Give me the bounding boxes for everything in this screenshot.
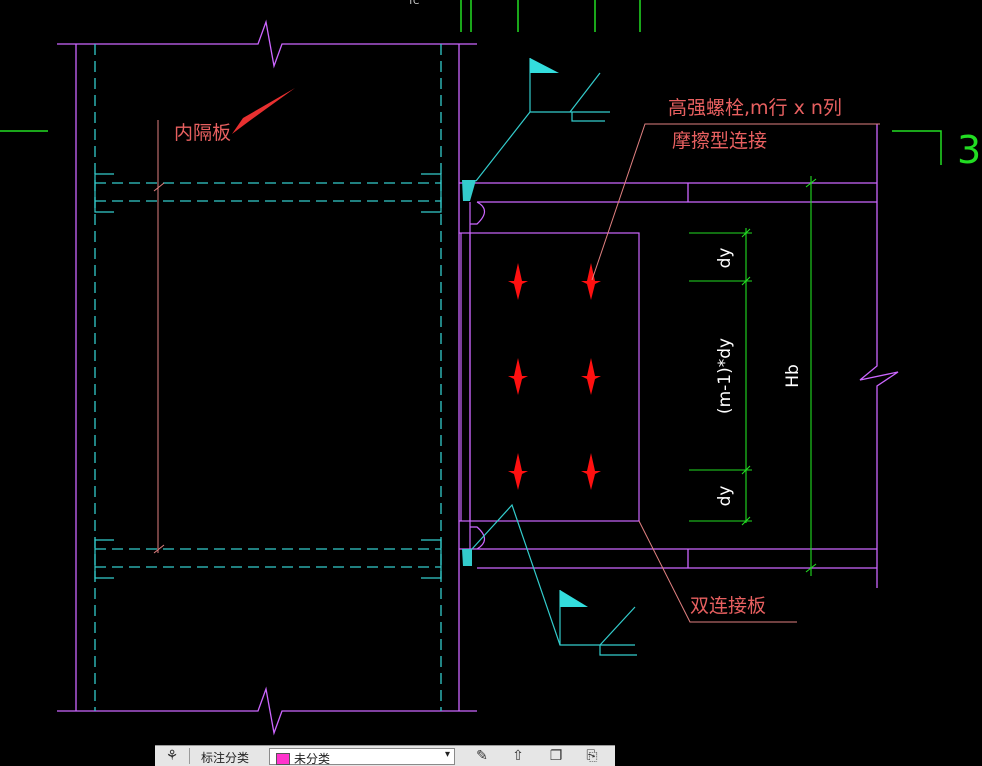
dim-dy-bottom: dy bbox=[715, 486, 735, 507]
delete-icon[interactable]: ⎘ bbox=[586, 748, 598, 764]
section-mark-icon bbox=[892, 130, 942, 165]
column-outline bbox=[57, 19, 477, 736]
double-plate-label: 双连接板 bbox=[690, 595, 766, 617]
diaphragm-leader bbox=[153, 120, 165, 554]
chevron-down-icon: ▾ bbox=[444, 749, 450, 760]
dim-middle: (m-1)*dy bbox=[715, 338, 735, 414]
bolts-label-line1: 高强螺栓,m行 x n列 bbox=[668, 97, 842, 119]
bolt-icon bbox=[508, 263, 528, 300]
category-label: 标注分类 bbox=[201, 751, 250, 765]
column-inner-dashed bbox=[94, 44, 442, 711]
grip-icon[interactable]: ⚘ bbox=[165, 748, 179, 764]
dim-dy-top: dy bbox=[715, 248, 735, 269]
double-connection-plate bbox=[469, 232, 640, 522]
bolt-leader bbox=[591, 123, 880, 623]
pencil-icon[interactable]: ✎ bbox=[476, 748, 488, 764]
bolt-icon bbox=[581, 263, 601, 300]
bolt-icon bbox=[581, 358, 601, 395]
section-mark-number: 3 bbox=[957, 128, 981, 172]
weld-symbol-icon bbox=[462, 58, 637, 656]
category-color-swatch bbox=[276, 753, 290, 765]
bolt-icon bbox=[508, 453, 528, 490]
annotation-toolbar: ⚘ 标注分类 未分类 ▾ ✎ ⇧ ❐ ⎘ bbox=[155, 745, 615, 766]
beam-flanges bbox=[459, 124, 899, 588]
category-select[interactable]: 未分类 ▾ bbox=[269, 748, 455, 766]
dim-hb: Hb bbox=[783, 364, 803, 388]
weld-access-holes bbox=[470, 201, 486, 550]
copy-icon[interactable]: ❐ bbox=[549, 748, 563, 764]
toolbar-divider bbox=[189, 748, 190, 764]
top-fragment-lines bbox=[460, 0, 641, 32]
top-fragment-text: TC bbox=[407, 0, 419, 7]
bolt-icon bbox=[581, 453, 601, 490]
category-value: 未分类 bbox=[294, 752, 331, 766]
bolt-icon bbox=[508, 358, 528, 395]
arrow-up-icon[interactable]: ⇧ bbox=[512, 748, 524, 764]
inner-diaphragm-label: 内隔板 bbox=[174, 122, 231, 144]
bolts-label-line2: 摩擦型连接 bbox=[672, 130, 767, 152]
diaphragm-brackets bbox=[94, 173, 442, 579]
dimension-lines bbox=[689, 176, 817, 576]
bolt-group bbox=[508, 263, 601, 490]
